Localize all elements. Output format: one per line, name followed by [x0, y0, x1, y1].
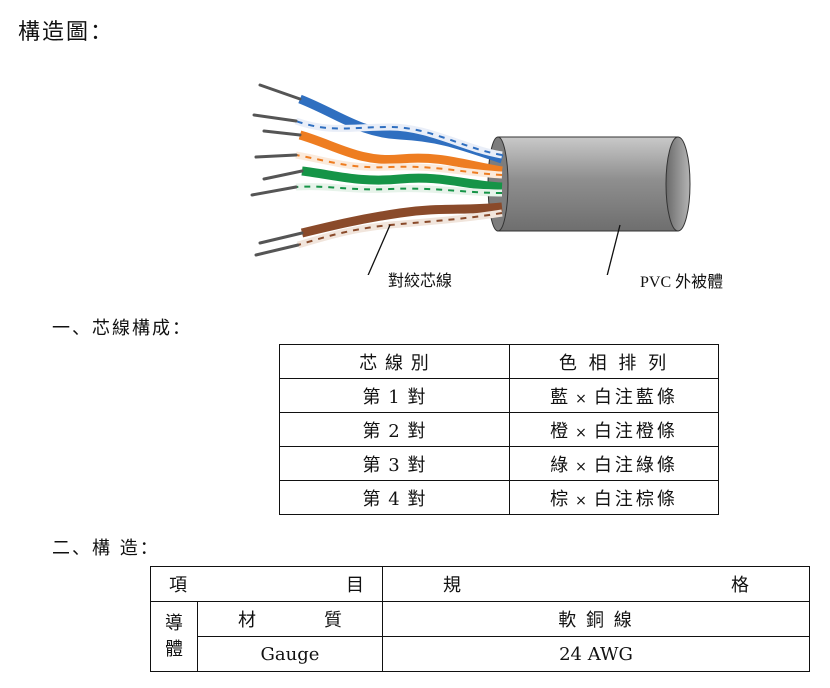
- table-row: 第 2 對 橙×白注橙條: [279, 412, 719, 447]
- color-a: 棕: [550, 488, 572, 510]
- pair-colors: 藍×白注藍條: [509, 378, 719, 413]
- row-value: 軟 銅 線: [382, 601, 810, 637]
- times-sign: ×: [575, 424, 590, 441]
- pair-orange: [295, 130, 503, 179]
- color-b: 白注橙條: [593, 420, 678, 442]
- pair-name: 第 4 對: [279, 480, 510, 515]
- pair-colors: 橙×白注橙條: [509, 412, 719, 447]
- table-row: 導體 材質 軟 銅 線: [150, 601, 810, 672]
- label-twisted-pairs: 對絞芯線: [388, 271, 453, 290]
- pair-name: 第 2 對: [279, 412, 510, 447]
- times-sign: ×: [575, 390, 590, 407]
- core-color-table: 芯 線 別 色 相 排 列 第 1 對 藍×白注藍條 第 2 對 橙×白注橙條 …: [279, 344, 719, 515]
- callout-lines: [367, 224, 621, 275]
- table-row: 第 4 對 棕×白注棕條: [279, 480, 719, 515]
- pair-brown: [297, 202, 503, 249]
- construction-table: 項目 規格 導體 材質 軟 銅 線 Gauge 24 AWG: [150, 566, 810, 672]
- row-value: 24 AWG: [382, 636, 810, 672]
- header-spec: 規格: [382, 566, 810, 602]
- times-sign: ×: [575, 492, 590, 509]
- color-b: 白注藍條: [593, 386, 678, 408]
- color-a: 橙: [550, 420, 572, 442]
- table-row: Gauge 24 AWG: [151, 636, 810, 672]
- pair-colors: 綠×白注綠條: [509, 446, 719, 481]
- color-a: 藍: [550, 386, 572, 408]
- conductor-group-label: 導體: [165, 612, 183, 660]
- page-title: 構造圖：: [18, 20, 115, 45]
- table-row: 第 1 對 藍×白注藍條: [279, 378, 719, 413]
- row-name: Gauge: [197, 636, 383, 672]
- color-a: 綠: [550, 454, 572, 476]
- header-pair: 芯 線 別: [279, 344, 510, 379]
- times-sign: ×: [575, 458, 590, 475]
- label-pvc-jacket: PVC 外被體: [640, 274, 724, 291]
- table-header-row: 芯 線 別 色 相 排 列: [279, 344, 719, 379]
- table-header-row: 項目 規格: [150, 566, 810, 602]
- pair-name: 第 1 對: [279, 378, 510, 413]
- pair-name: 第 3 對: [279, 446, 510, 481]
- pair-green: [295, 166, 503, 197]
- row-name: 材質: [197, 601, 383, 637]
- conductor-group-cell: 導體: [150, 601, 198, 672]
- pair-blue: [294, 94, 504, 164]
- pair-colors: 棕×白注棕條: [509, 480, 719, 515]
- section-heading-core-composition: 一、芯線構成：: [52, 318, 192, 339]
- color-b: 白注棕條: [593, 488, 678, 510]
- table-row: 第 3 對 綠×白注綠條: [279, 446, 719, 481]
- header-color: 色 相 排 列: [509, 344, 719, 379]
- pvc-jacket: [487, 136, 691, 232]
- conductor-tips: [250, 83, 304, 257]
- section-heading-construction: 二、構 造：: [52, 538, 160, 559]
- cable-illustration: [250, 83, 691, 275]
- color-b: 白注綠條: [593, 454, 678, 476]
- header-item: 項目: [150, 566, 383, 602]
